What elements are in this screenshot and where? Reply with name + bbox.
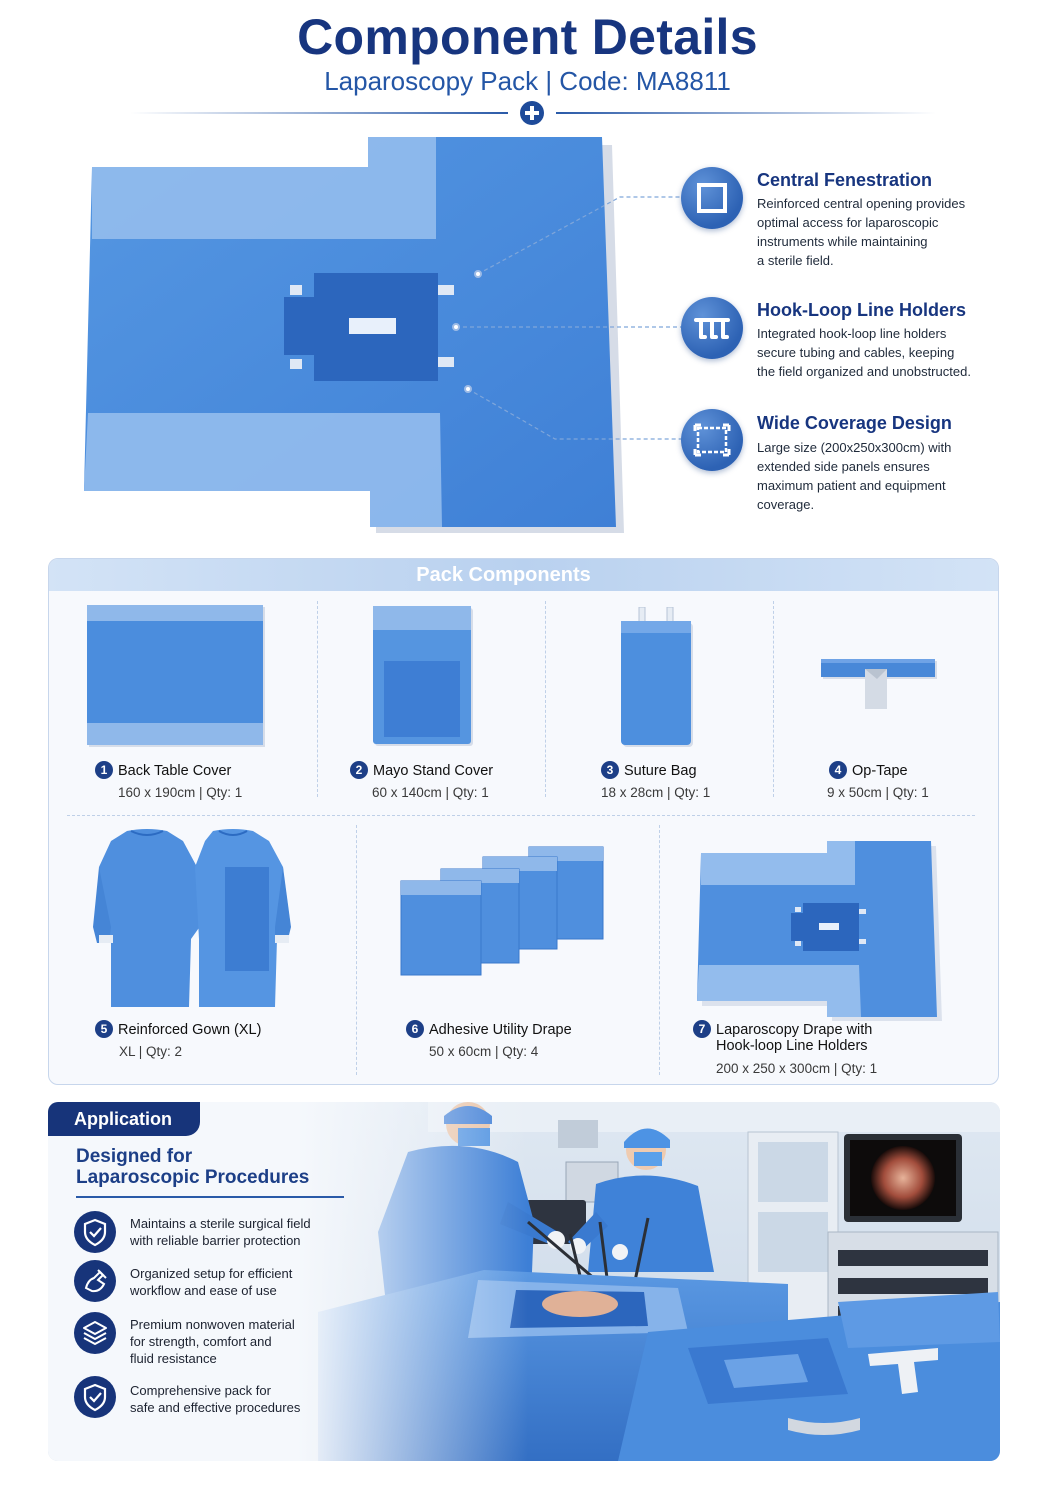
separator xyxy=(773,601,774,797)
reinforced-gown-image xyxy=(91,827,315,1011)
callout-dot-coverage xyxy=(464,385,472,393)
suture-bag-image xyxy=(619,607,695,749)
hand-tools-icon xyxy=(74,1260,116,1302)
photo-fade-overlay xyxy=(48,1102,528,1461)
separator xyxy=(659,825,660,1075)
feature-title-hook-loop: Hook-Loop Line Holders xyxy=(757,300,966,320)
component-name-7-line2: Hook-loop Line Holders xyxy=(716,1038,868,1054)
medical-cross-icon xyxy=(520,101,544,125)
component-spec-3: 18 x 28cm | Qty: 1 xyxy=(601,785,711,800)
pack-components-heading: Pack Components xyxy=(416,564,591,586)
wide-coverage-icon xyxy=(681,409,743,471)
component-spec-1: 160 x 190cm | Qty: 1 xyxy=(118,785,243,800)
application-title-rule xyxy=(76,1196,344,1198)
separator xyxy=(67,815,975,816)
component-spec-4: 9 x 50cm | Qty: 1 xyxy=(827,785,929,800)
application-tab: Application xyxy=(48,1102,200,1136)
shield-check-icon xyxy=(74,1211,116,1253)
separator xyxy=(317,601,318,797)
page-title: Component Details xyxy=(297,9,758,65)
adhesive-utility-drape-image xyxy=(397,845,609,977)
feature-title-coverage: Wide Coverage Design xyxy=(757,413,952,433)
shield-check-icon xyxy=(74,1376,116,1418)
op-tape-image xyxy=(821,657,939,713)
component-spec-5: XL | Qty: 2 xyxy=(119,1044,183,1059)
callout-dot-hook-loop xyxy=(452,323,460,331)
layers-icon xyxy=(74,1312,116,1354)
application-section: Application Designed for Laparoscopic Pr… xyxy=(48,1102,1000,1461)
feature-title-fenestration: Central Fenestration xyxy=(757,170,933,190)
application-tab-label: Application xyxy=(74,1109,172,1129)
mayo-stand-cover-image xyxy=(372,605,474,747)
separator xyxy=(545,601,546,797)
laparoscopy-drape-illustration xyxy=(80,135,625,535)
component-spec-6: 50 x 60cm | Qty: 4 xyxy=(429,1044,539,1059)
back-table-cover-image xyxy=(85,603,267,749)
page-subtitle: Laparoscopy Pack | Code: MA8811 xyxy=(324,66,731,96)
callout-dot-fenestration xyxy=(474,270,482,278)
pack-components-header: Pack Components xyxy=(49,559,998,591)
laparoscopy-drape-small-image xyxy=(697,841,943,1021)
component-spec-2: 60 x 140cm | Qty: 1 xyxy=(372,785,489,800)
separator xyxy=(356,825,357,1075)
component-spec-7: 200 x 250 x 300cm | Qty: 1 xyxy=(716,1061,878,1076)
header-divider-left xyxy=(130,112,508,114)
header-divider-right xyxy=(556,112,936,114)
application-title: Designed for Laparoscopic Procedures xyxy=(76,1146,310,1188)
square-fenestration-icon xyxy=(681,167,743,229)
hook-loop-icon xyxy=(681,297,743,359)
